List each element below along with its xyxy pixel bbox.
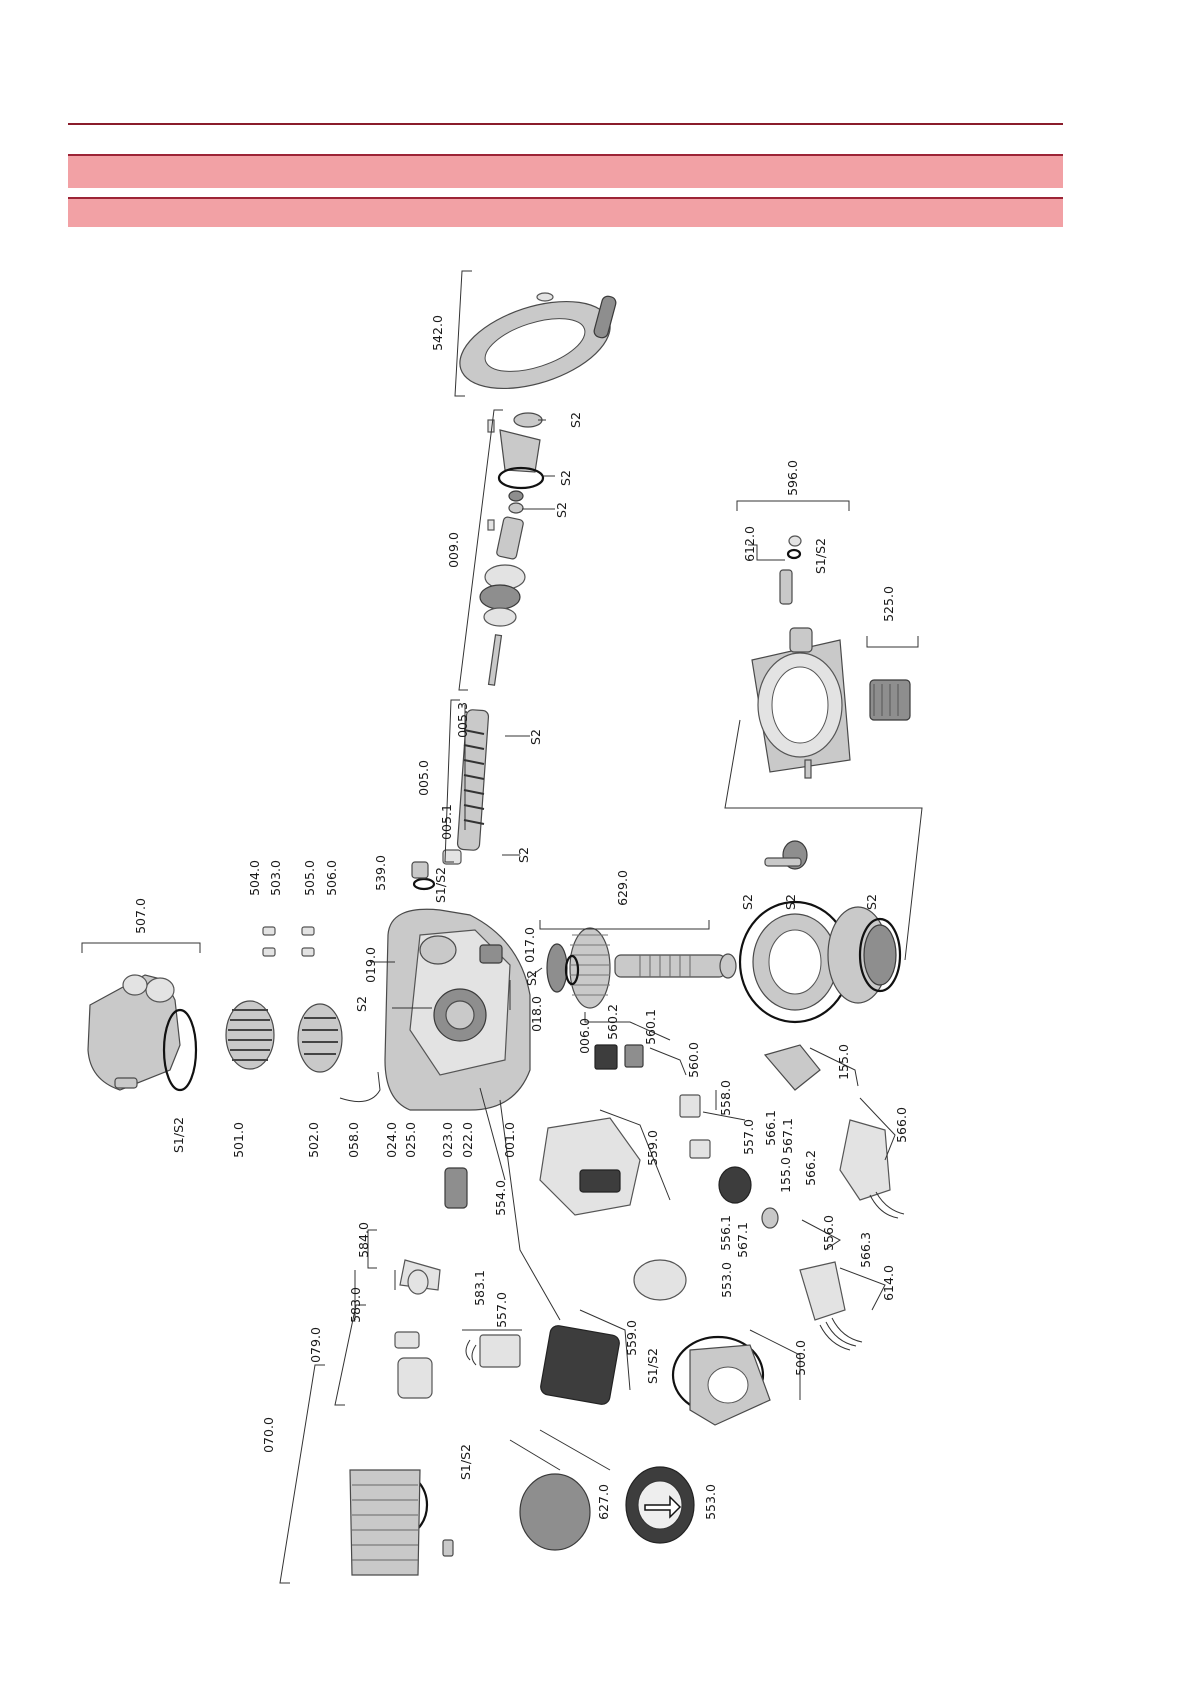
callout-s2: S2 [864, 894, 879, 910]
callout-s2: S2 [528, 729, 543, 745]
callout-155-0-a: 155.0 [836, 1044, 851, 1080]
callout-019-0: 019.0 [363, 947, 378, 983]
callout-005-3: 005.3 [455, 702, 470, 738]
switch-assemblies-illustration [225, 926, 381, 1103]
callout-s2: S2 [558, 470, 573, 486]
callout-s2: S2 [554, 502, 569, 518]
callout-001-0: 001.0 [502, 1122, 517, 1158]
callout-504-0: 504.0 [247, 860, 262, 896]
callout-560-1: 560.1 [643, 1009, 658, 1045]
callout-556-0: 556.0 [821, 1215, 836, 1251]
callout-070-0: 070.0 [261, 1417, 276, 1453]
callout-584-0: 584.0 [356, 1222, 371, 1258]
callout-556-1: 556.1 [718, 1215, 733, 1251]
callout-554-0: 554.0 [493, 1180, 508, 1216]
callout-553-0-b: 553.0 [703, 1484, 718, 1520]
callout-006-0: 006.0 [577, 1018, 592, 1054]
callout-558-0: 558.0 [718, 1080, 733, 1116]
callout-s2: S2 [516, 847, 531, 863]
callout-566-1: 566.1 [763, 1110, 778, 1146]
callout-612-0: 612.0 [742, 526, 757, 562]
output-drive-illustration [738, 840, 902, 1024]
callout-567-1-b: 567.1 [735, 1222, 750, 1258]
callout-501-0: 501.0 [231, 1122, 246, 1158]
callout-560-0: 560.0 [686, 1042, 701, 1078]
handwheel-shaft-assembly-illustration [479, 412, 545, 686]
leader-lines [81, 270, 923, 1584]
callout-025-0: 025.0 [403, 1122, 418, 1158]
callout-005-1: 005.1 [439, 804, 454, 840]
callout-559-0-b: 559.0 [624, 1320, 639, 1356]
callout-s2: S2 [524, 970, 539, 986]
callout-005-0: 005.0 [416, 760, 431, 796]
callout-079-0: 079.0 [308, 1327, 323, 1363]
callout-017-0: 017.0 [522, 927, 537, 963]
callout-627-0: 627.0 [596, 1484, 611, 1520]
callout-022-0: 022.0 [460, 1122, 475, 1158]
callout-058-0: 058.0 [346, 1122, 361, 1158]
callout-559-0-a: 559.0 [645, 1130, 660, 1166]
callout-018-0: 018.0 [529, 996, 544, 1032]
callout-s2: S2 [740, 894, 755, 910]
output-shaft-illustration [546, 927, 737, 1009]
callout-500-0: 500.0 [793, 1340, 808, 1376]
callout-566-2: 566.2 [803, 1150, 818, 1186]
gear-housing-illustration [384, 908, 531, 1111]
callout-553-0-a: 553.0 [719, 1262, 734, 1298]
callout-s1-s2: S1/S2 [813, 538, 828, 574]
handwheel-illustration [459, 292, 617, 390]
callout-s2: S2 [354, 996, 369, 1012]
callout-567-1-a: 567.1 [780, 1118, 795, 1154]
callout-614-0: 614.0 [881, 1265, 896, 1301]
callout-s1-s2: S1/S2 [458, 1444, 473, 1480]
callout-539-0: 539.0 [373, 855, 388, 891]
callout-505-0: 505.0 [302, 860, 317, 896]
callout-560-2: 560.2 [605, 1004, 620, 1040]
callout-s1-s2: S1/S2 [645, 1348, 660, 1384]
callout-583-1: 583.1 [472, 1270, 487, 1306]
callout-566-0: 566.0 [894, 1107, 909, 1143]
control-units-illustration [444, 1044, 905, 1351]
header-band-bottom [68, 197, 1063, 227]
motor-cover-illustration [87, 974, 198, 1092]
callout-s2: S2 [568, 412, 583, 428]
callout-labels: 542.0 009.0 005.0 005.3 005.1 596.0 612.… [133, 315, 909, 1520]
header-band-top [68, 154, 1063, 188]
callout-s2: S2 [783, 894, 798, 910]
callout-s1-s2: S1/S2 [433, 867, 448, 903]
housing-flange-illustration [751, 535, 911, 779]
callout-596-0: 596.0 [785, 460, 800, 496]
callout-502-0: 502.0 [306, 1122, 321, 1158]
callout-507-0: 507.0 [133, 898, 148, 934]
header-rule [68, 123, 1063, 125]
bottom-assemblies-illustration [349, 1259, 771, 1576]
callout-566-3: 566.3 [858, 1232, 873, 1268]
callout-155-0-b: 155.0 [778, 1157, 793, 1193]
callout-009-0: 009.0 [446, 532, 461, 568]
callout-506-0: 506.0 [324, 860, 339, 896]
callout-525-0: 525.0 [881, 586, 896, 622]
callout-024-0: 024.0 [384, 1122, 399, 1158]
callout-629-0: 629.0 [615, 870, 630, 906]
callout-s1-s2: S1/S2 [171, 1117, 186, 1153]
callout-023-0: 023.0 [440, 1122, 455, 1158]
callout-503-0: 503.0 [268, 860, 283, 896]
callout-557-0-b: 557.0 [494, 1292, 509, 1328]
callout-542-0: 542.0 [430, 315, 445, 351]
callout-583-0: 583.0 [348, 1287, 363, 1323]
callout-557-0: 557.0 [741, 1119, 756, 1155]
